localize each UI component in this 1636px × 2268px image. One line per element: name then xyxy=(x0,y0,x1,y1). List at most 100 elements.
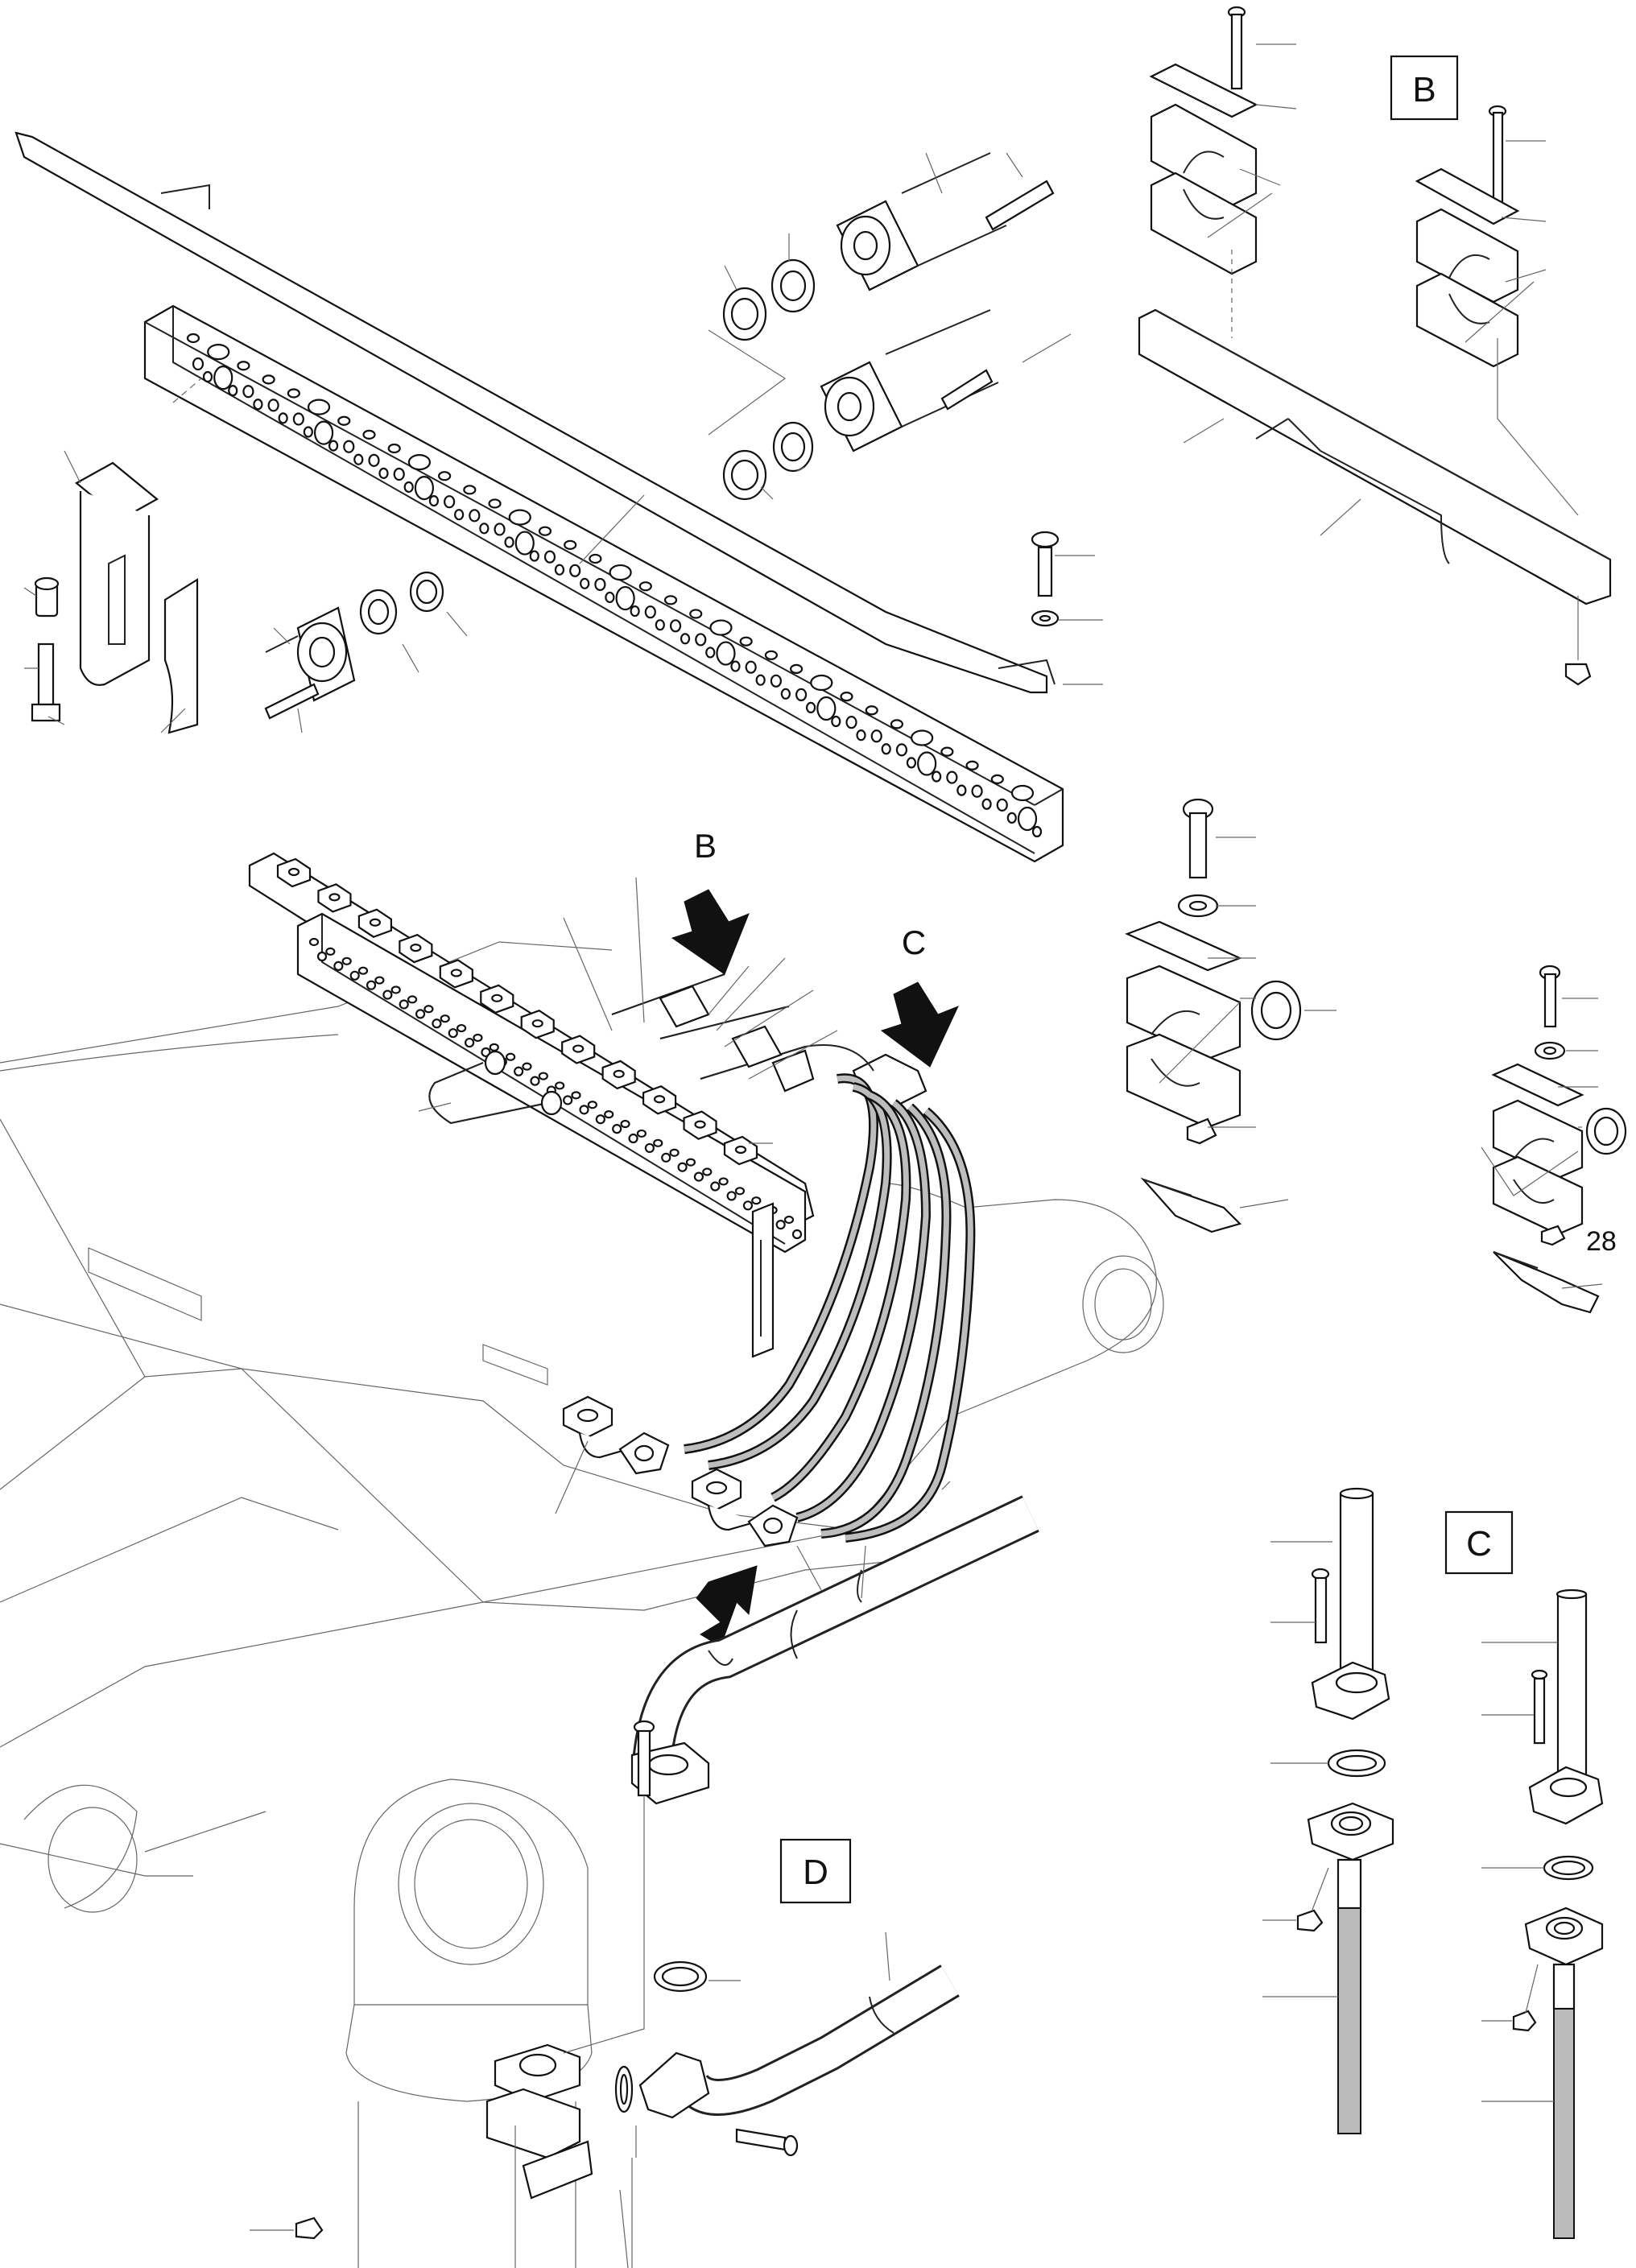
manifold-hole-lower xyxy=(530,1076,540,1086)
beam-side-hole-small xyxy=(956,784,967,796)
beam-top-hole xyxy=(438,471,452,481)
upper-right-flange-assembly xyxy=(722,152,1055,501)
beam-side-hole-small xyxy=(303,426,313,438)
beam-top-hole xyxy=(709,619,733,636)
beam-side-hole-small xyxy=(554,564,565,576)
beam-top-hole xyxy=(362,429,376,440)
beam-top-hole xyxy=(840,692,853,702)
left-mounting-bracket xyxy=(31,461,199,734)
beam-side-hole-small xyxy=(981,798,992,810)
beam-side-hole xyxy=(795,688,808,702)
beam-side-hole xyxy=(494,523,506,536)
manifold-clamp-bore xyxy=(613,1069,625,1079)
beam-side-hole-small xyxy=(403,481,414,494)
beam-top-hole xyxy=(689,609,703,619)
manifold-hole-lower xyxy=(349,970,360,981)
arrow-b: B xyxy=(671,827,750,975)
manifold-hole xyxy=(390,985,401,994)
beam-side-hole-small xyxy=(504,536,514,548)
beam-side-hole-small xyxy=(605,591,615,604)
beam-side-hole-small xyxy=(906,757,917,769)
beam-side-hole-small xyxy=(805,701,816,714)
beam-side-hole xyxy=(514,531,535,556)
manifold-hole xyxy=(374,976,385,985)
manifold-clamp-bore xyxy=(369,918,382,927)
beam-side-hole xyxy=(267,399,279,412)
beam-side-hole-small xyxy=(428,494,440,507)
beam-side-hole xyxy=(1017,806,1038,832)
manifold-clamp-bore xyxy=(734,1145,747,1155)
manifold-hole-lower xyxy=(677,1162,688,1172)
beam-top-hole xyxy=(488,498,502,509)
beam-top-hole xyxy=(508,509,531,526)
manifold-hole-lower xyxy=(415,1009,426,1019)
beam-side-hole-small xyxy=(755,674,766,686)
beam-side-hole-small xyxy=(881,743,891,755)
beam-side-hole-small xyxy=(780,688,791,700)
beam-top-hole xyxy=(789,663,804,675)
manifold-hole xyxy=(620,1119,630,1129)
manifold-hole xyxy=(308,937,320,947)
beam-top-hole xyxy=(1010,784,1035,802)
beam-top-hole xyxy=(307,399,331,415)
beam-side-hole-small xyxy=(529,550,539,562)
beam-side-hole xyxy=(543,550,556,564)
end-bolt-washer xyxy=(1031,531,1060,627)
manifold-hole xyxy=(636,1129,647,1138)
manifold-hole-lower xyxy=(693,1171,704,1182)
beam-side-hole xyxy=(669,619,682,633)
beam-side-hole xyxy=(192,357,204,371)
beam-side-hole-small xyxy=(454,509,465,521)
beam-side-hole xyxy=(569,564,581,577)
beam-side-hole xyxy=(368,453,380,467)
beam-top-hole xyxy=(337,415,351,426)
view-b-frame xyxy=(1390,55,1459,121)
beam-top-hole xyxy=(739,636,753,647)
manifold-hole xyxy=(587,1101,597,1109)
assembled-manifold xyxy=(248,852,927,1358)
left-flange-assembly xyxy=(264,571,444,720)
beam-side-hole xyxy=(393,467,405,481)
view-c-frame xyxy=(1444,1510,1514,1575)
clamp-assembly-right: 28 xyxy=(1481,965,1627,1314)
beam-top-hole xyxy=(990,774,1004,784)
manifold-hole-lower xyxy=(448,1028,458,1039)
manifold-hole-lower xyxy=(595,1114,605,1125)
beam-side-hole-small xyxy=(856,729,866,742)
beam-side-hole-small xyxy=(202,370,213,383)
beam-top-hole xyxy=(262,374,275,385)
manifold-clamp-bore xyxy=(328,893,341,902)
beam-top-hole xyxy=(890,719,904,729)
manifold-hole-lower xyxy=(775,1220,786,1230)
manifold-hole xyxy=(357,966,369,975)
manifold-hole-lower xyxy=(742,1200,754,1211)
beam-side-hole-small xyxy=(730,660,741,672)
manifold-hole xyxy=(685,1158,696,1167)
manifold-hole xyxy=(571,1091,581,1100)
manifold-clamp-bore xyxy=(572,1044,585,1053)
beam-top-hole xyxy=(764,650,778,660)
view-d-label: D xyxy=(803,1853,828,1892)
beam-top-hole xyxy=(538,526,552,536)
beam-side-hole-small xyxy=(378,467,389,479)
manifold-hole-lower xyxy=(726,1191,737,1201)
hydraulic-hose xyxy=(708,1084,890,1469)
manifold-hole xyxy=(457,1023,467,1033)
beam-top-hole xyxy=(638,581,652,592)
view-c-label: C xyxy=(1466,1524,1492,1564)
view-b-label: B xyxy=(1412,70,1436,109)
beam-top-hole xyxy=(207,344,230,361)
manifold-hole-lower xyxy=(399,999,409,1010)
view-d-frame xyxy=(779,1838,852,1904)
manifold-hole-lower xyxy=(628,1133,638,1144)
beam-side-hole xyxy=(971,784,983,798)
manifold-hole xyxy=(718,1177,729,1186)
manifold-hole xyxy=(489,1043,499,1051)
manifold-hole-lower xyxy=(432,1018,442,1029)
beam-top-hole xyxy=(965,760,979,770)
view-b-clamp-assembly: B xyxy=(1138,6,1612,686)
beam-top-hole xyxy=(865,705,878,716)
beam-side-hole xyxy=(644,605,656,619)
manifold-hole xyxy=(506,1052,516,1061)
